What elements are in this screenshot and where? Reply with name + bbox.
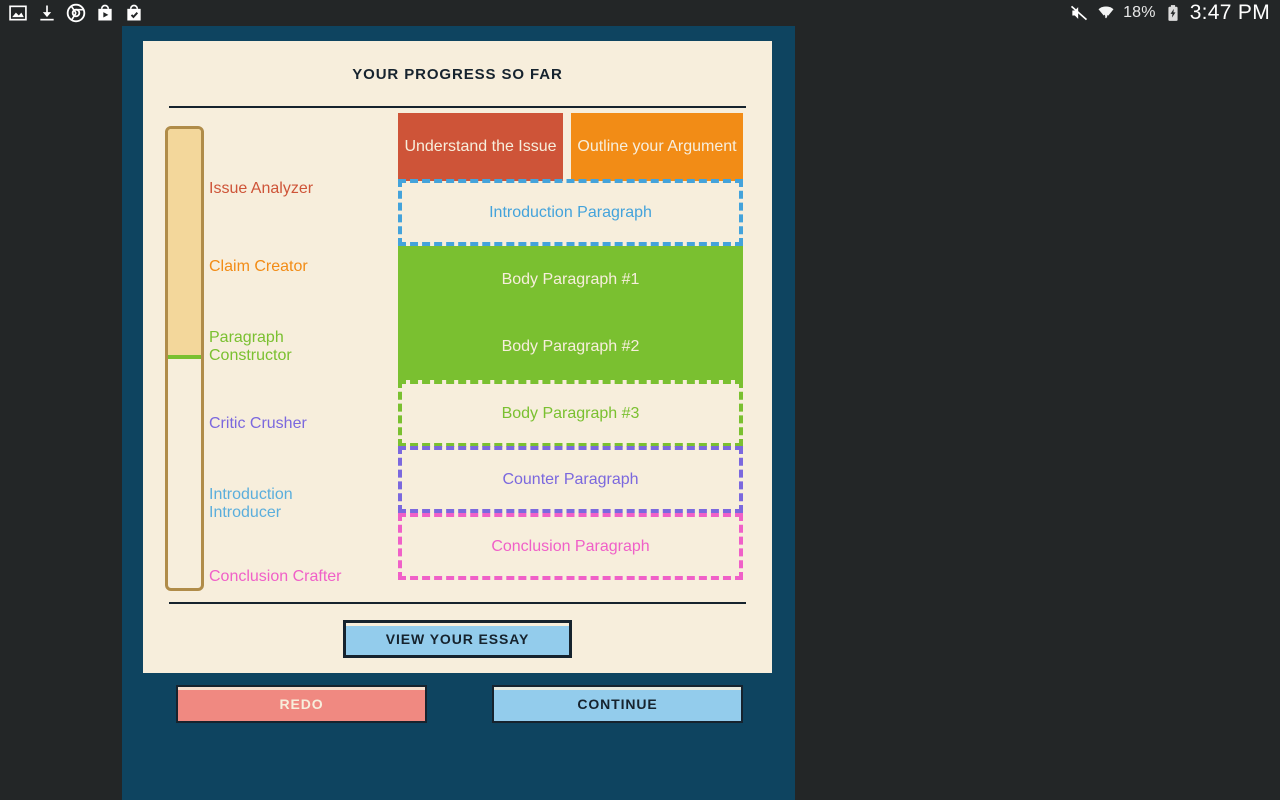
stage-label: Critic Crusher	[209, 415, 307, 432]
stage-label: Issue Analyzer	[209, 180, 314, 197]
stage-label: Conclusion Crafter	[209, 568, 342, 585]
wifi-activity-icon	[1096, 3, 1116, 23]
android-status-bar: 18% 3:47 PM	[0, 0, 1280, 26]
progress-tube-fill	[168, 129, 201, 359]
volume-muted-icon	[1069, 3, 1089, 23]
paragraph-block[interactable]: Outline your Argument	[571, 113, 743, 181]
paragraph-block[interactable]: Body Paragraph #2	[398, 313, 743, 380]
stage-label: Paragraph Constructor	[209, 329, 292, 364]
play-store-installed-icon[interactable]	[124, 3, 144, 23]
battery-charging-icon	[1163, 3, 1183, 23]
paragraph-block[interactable]: Body Paragraph #3	[398, 380, 743, 447]
redo-button[interactable]: REDO	[176, 685, 427, 723]
battery-percent-label: 18%	[1123, 4, 1156, 21]
stage-label: Claim Creator	[209, 258, 308, 275]
status-bar-clock: 3:47 PM	[1189, 1, 1270, 24]
view-your-essay-button[interactable]: VIEW YOUR ESSAY	[343, 620, 572, 658]
progress-tube	[165, 126, 204, 591]
screenshot-icon[interactable]	[8, 3, 28, 23]
stage-label: Introduction Introducer	[209, 486, 293, 521]
page-title: YOUR PROGRESS SO FAR	[352, 66, 563, 83]
status-bar-system-icons: 18% 3:47 PM	[1069, 1, 1280, 25]
title-divider	[169, 106, 746, 108]
continue-button[interactable]: CONTINUE	[492, 685, 743, 723]
view-essay-row: VIEW YOUR ESSAY	[143, 620, 772, 658]
chrome-icon[interactable]	[66, 3, 86, 23]
actions-divider	[169, 602, 746, 604]
paragraph-block[interactable]: Body Paragraph #1	[398, 246, 743, 313]
play-store-icon[interactable]	[95, 3, 115, 23]
paragraph-block[interactable]: Introduction Paragraph	[398, 179, 743, 246]
status-bar-notification-icons	[0, 3, 144, 23]
paragraph-block[interactable]: Understand the Issue	[398, 113, 563, 181]
paragraph-block[interactable]: Conclusion Paragraph	[398, 513, 743, 580]
paragraph-block[interactable]: Counter Paragraph	[398, 446, 743, 513]
download-icon[interactable]	[37, 3, 57, 23]
bottom-action-bar: REDO CONTINUE	[122, 685, 795, 745]
